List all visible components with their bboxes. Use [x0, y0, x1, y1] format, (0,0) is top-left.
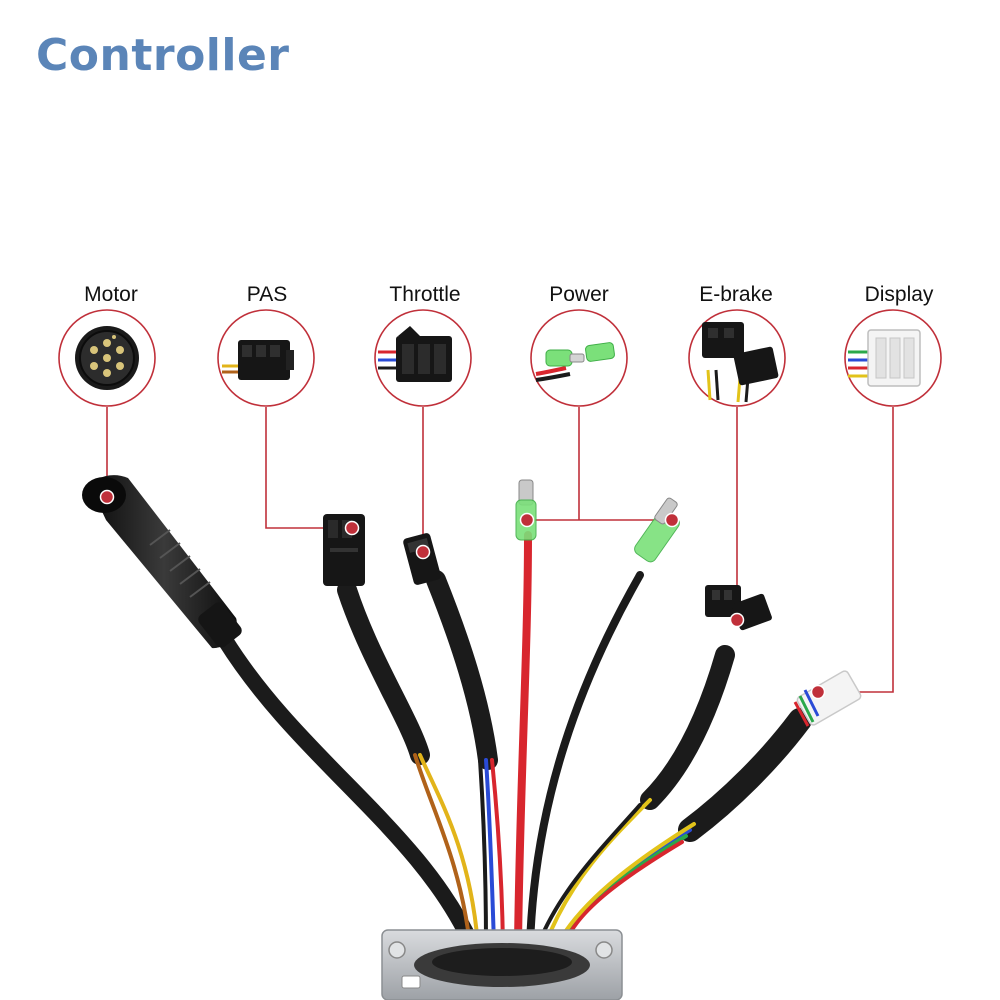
ebrake-cable [640, 645, 735, 810]
power-black-wire [526, 571, 644, 949]
ebrake-connector-icon [688, 309, 786, 407]
callout-dot-power-left [519, 512, 535, 528]
callout-dot-ebrake [729, 612, 745, 628]
motor-cable [217, 632, 480, 953]
label-ebrake: E-brake [699, 283, 773, 306]
callout-dot-pas [344, 520, 360, 536]
power-red-wire [514, 531, 532, 949]
display-connector-icon [844, 309, 942, 407]
page-title: Controller [36, 30, 290, 81]
callout-line-power [527, 407, 672, 521]
pas-plug [323, 514, 365, 586]
label-pas: PAS [246, 283, 288, 306]
callout-dots [99, 489, 826, 700]
callout-dot-power-right [664, 512, 680, 528]
throttle-cable [426, 570, 498, 770]
cables [217, 531, 812, 953]
ebrake-wire-black [536, 803, 642, 947]
pas-wire-yellow [418, 753, 480, 947]
display-wire-yellow [555, 822, 696, 947]
label-motor: Motor [84, 283, 138, 306]
throttle-connector-icon [374, 309, 472, 407]
ebrake-plug [705, 585, 772, 631]
label-throttle: Throttle [389, 283, 461, 306]
throttle-wire-red [490, 758, 505, 947]
pas-wire-orange [413, 753, 472, 947]
power-terminals [515, 479, 680, 563]
ebrake-wire-yellow [543, 798, 652, 947]
callout-line-display [818, 407, 894, 693]
pas-cable [337, 580, 430, 765]
power-terminal-icon [530, 309, 628, 407]
display-plug [793, 670, 862, 727]
pas-connector-icon [217, 309, 315, 407]
callout-dot-throttle [415, 544, 431, 560]
display-cable [678, 708, 812, 842]
callout-line-pas [265, 407, 352, 529]
label-display: Display [864, 283, 934, 306]
callout-dot-display [810, 684, 826, 700]
motor-connector-icon [58, 309, 156, 407]
label-power: Power [549, 283, 609, 306]
controller-plate [381, 929, 623, 1000]
throttle-wire-blue [484, 758, 496, 947]
callout-dot-motor [99, 489, 115, 505]
throttle-wire-black [478, 758, 488, 947]
